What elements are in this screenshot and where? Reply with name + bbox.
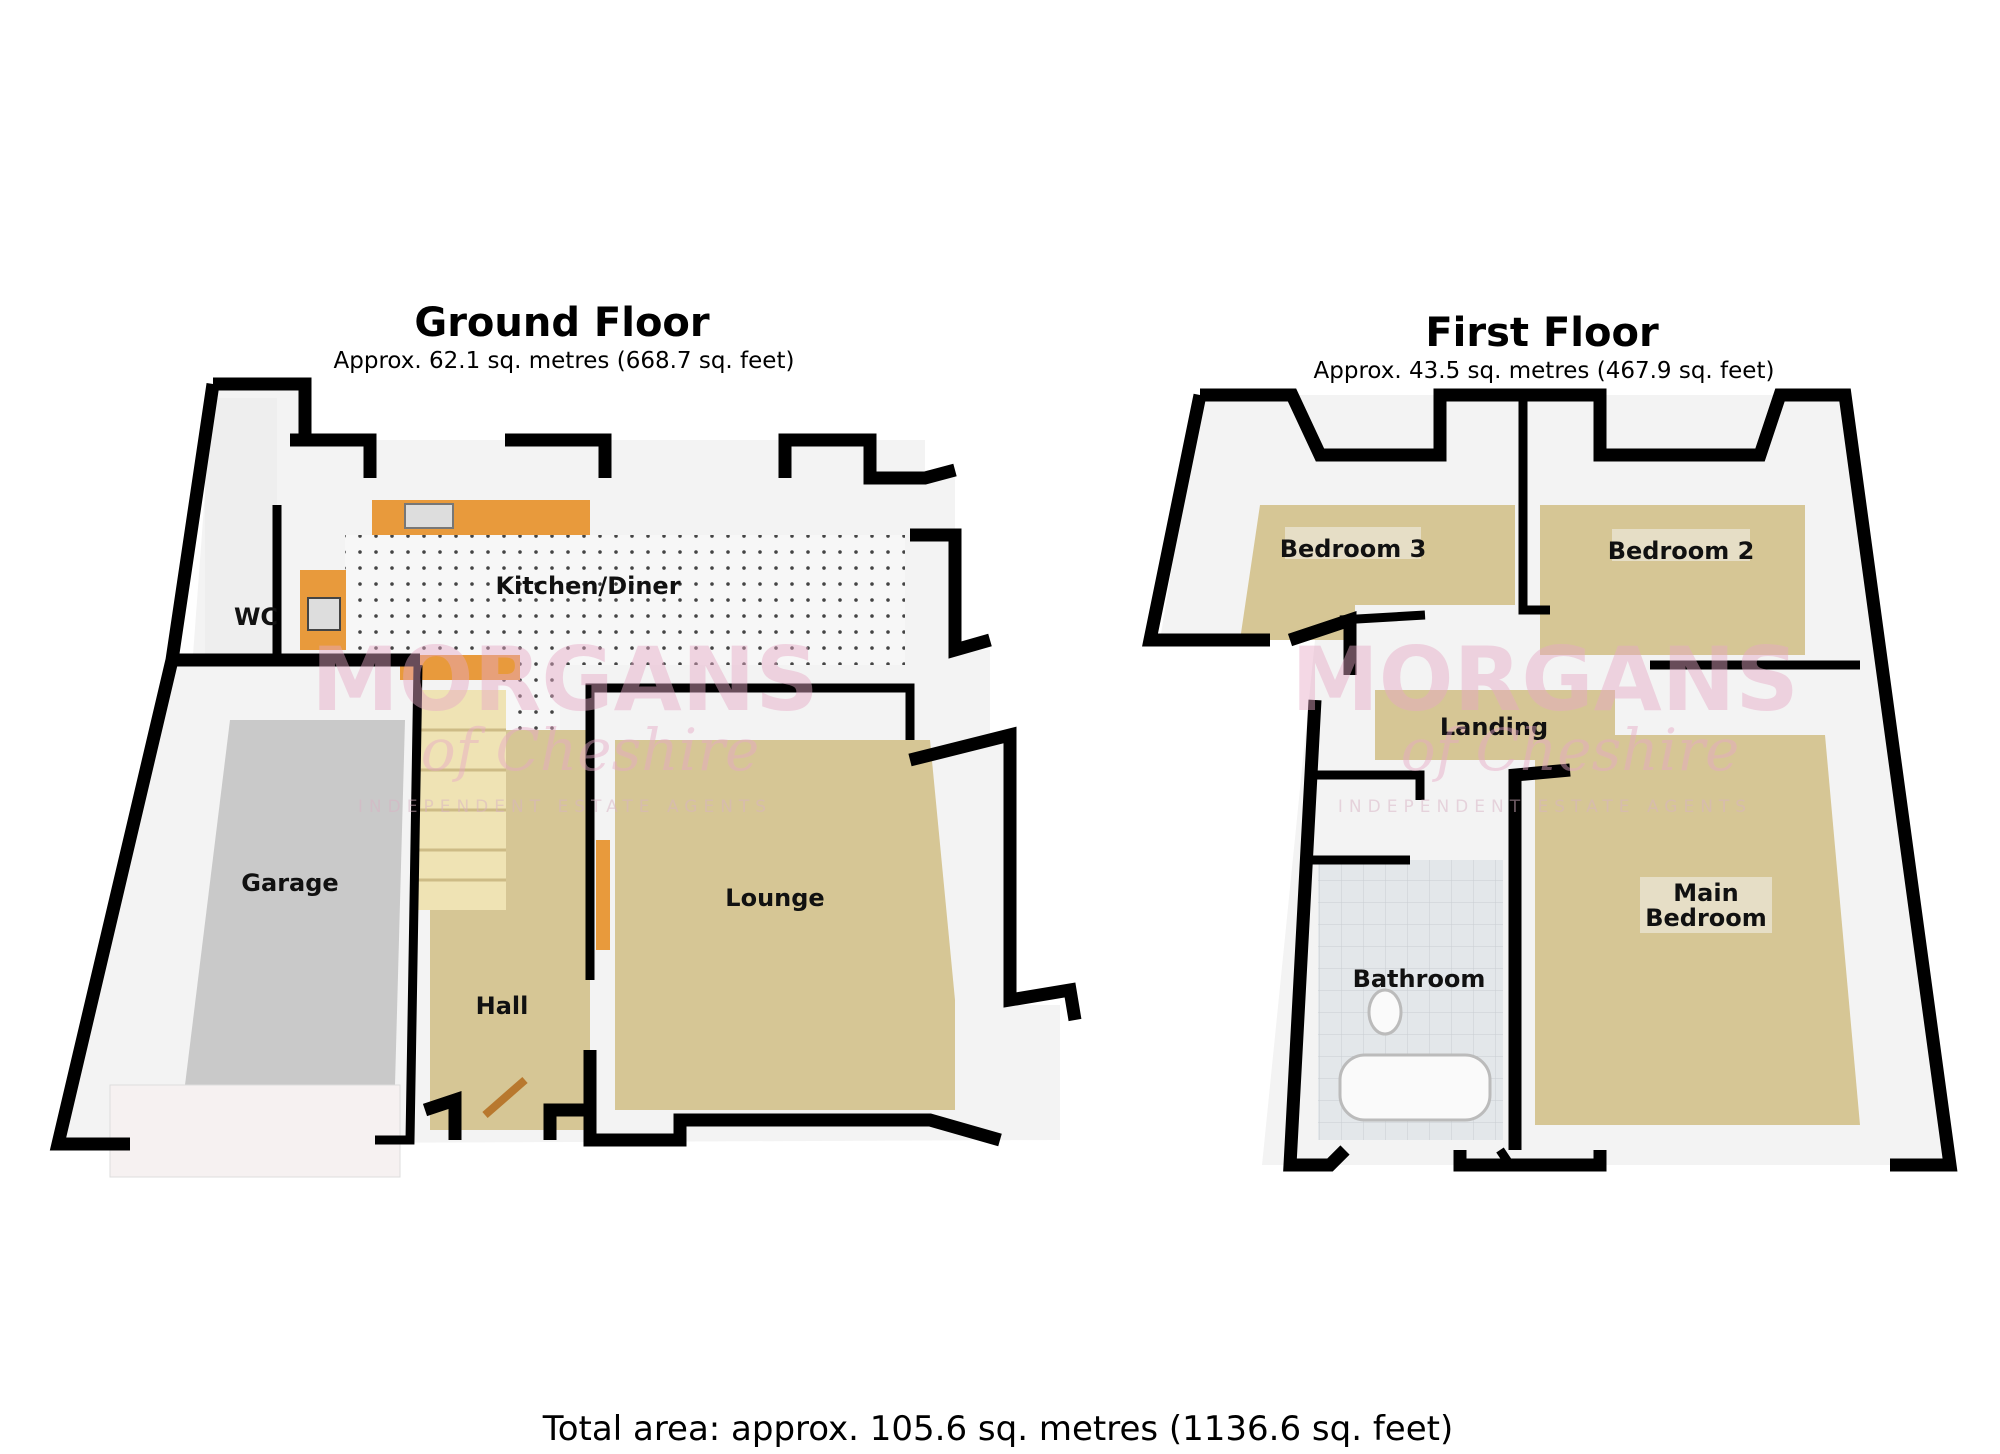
wall [585, 683, 915, 980]
wall [1142, 393, 1270, 647]
room-kitchen-diner [345, 535, 905, 740]
wall [543, 1103, 590, 1140]
wall [583, 1050, 1002, 1147]
watermark-tagline: INDEPENDENT ESTATE AGENTS [1338, 797, 1752, 817]
ground-floor-area: Approx. 62.1 sq. metres (668.7 sq. feet) [334, 348, 795, 374]
wall [422, 1090, 462, 1140]
wall [1518, 395, 1550, 615]
label-landing: Landing [1440, 713, 1548, 741]
label-lounge: Lounge [725, 884, 824, 912]
toilet-icon [1367, 988, 1403, 1036]
room-lounge [615, 740, 955, 1110]
fireplace [596, 840, 610, 950]
wall [1200, 388, 1525, 462]
first-floor: First Floor Approx. 43.5 sq. metres (467… [1142, 310, 1958, 1172]
wall [213, 377, 312, 440]
watermark-tagline: INDEPENDENT ESTATE AGENTS [358, 797, 772, 817]
watermark-script: of Cheshire [1401, 716, 1740, 784]
label-bg [1285, 527, 1421, 559]
wall [505, 433, 612, 478]
wall [1283, 699, 1350, 1172]
label-kitchen-diner: Kitchen/Diner [495, 572, 680, 600]
wall [1496, 1147, 1514, 1168]
label-main-bedroom: Bedroom [1645, 904, 1767, 932]
label-wc: WC [234, 603, 278, 631]
label-bathroom: Bathroom [1353, 965, 1486, 993]
first-floor-title: First Floor [1425, 310, 1659, 356]
label-bg [1612, 529, 1750, 561]
room-wc [205, 398, 277, 654]
watermark-logo: MORGANS of Cheshire INDEPENDENT ESTATE A… [311, 628, 1799, 817]
watermark-script: of Cheshire [421, 716, 760, 784]
label-hall: Hall [476, 992, 529, 1020]
hob-icon [307, 597, 341, 631]
wall [778, 433, 957, 485]
sink-icon [404, 503, 454, 529]
label-bg [1640, 877, 1772, 933]
watermark-name: MORGANS [1291, 628, 1799, 731]
watermark-name: MORGANS [311, 628, 819, 731]
wall [910, 528, 992, 659]
wall [1339, 610, 1426, 625]
label-bedroom-2: Bedroom 2 [1608, 537, 1755, 565]
room-garage [185, 720, 405, 1085]
wall [375, 664, 423, 1145]
label-main: Main [1673, 879, 1738, 907]
ground-floor-title: Ground Floor [414, 300, 710, 346]
front-door [482, 1076, 528, 1119]
wall [1315, 770, 1425, 800]
label-bedroom-3: Bedroom 3 [1280, 535, 1427, 563]
label-garage: Garage [241, 869, 338, 897]
bath-icon [1338, 1053, 1492, 1122]
garage-door [109, 1084, 401, 1178]
staircase [418, 690, 506, 910]
wall [49, 383, 220, 1151]
wall [908, 726, 1082, 1022]
wall [290, 433, 377, 478]
wall [1525, 388, 1958, 1172]
wall [1508, 763, 1571, 1150]
ground-floor: Ground Floor Approx. 62.1 sq. metres (66… [49, 300, 1082, 1178]
first-floor-area: Approx. 43.5 sq. metres (467.9 sq. feet) [1314, 358, 1775, 384]
wall [1453, 1150, 1607, 1172]
total-area: Total area: approx. 105.6 sq. metres (11… [542, 1409, 1453, 1449]
